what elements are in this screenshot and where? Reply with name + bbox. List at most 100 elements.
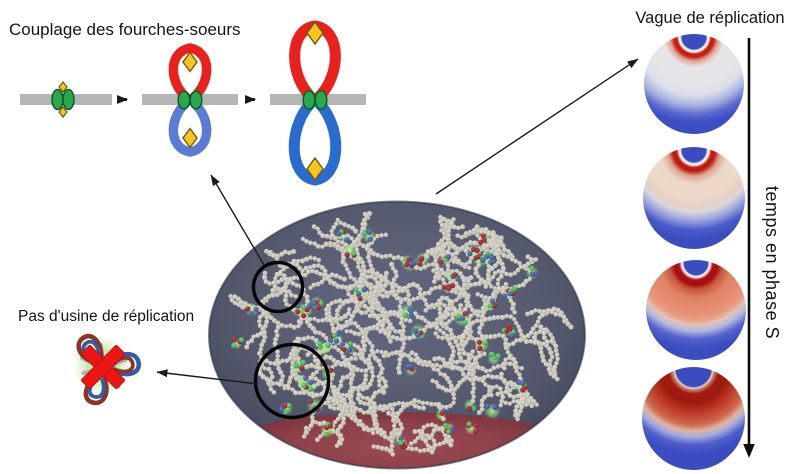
- bead: [471, 386, 477, 391]
- bead: [413, 352, 419, 358]
- bead: [380, 287, 386, 293]
- bead: [275, 253, 281, 259]
- bead: [327, 240, 334, 247]
- bead: [371, 297, 376, 303]
- bead: [475, 364, 482, 371]
- bead: [455, 343, 461, 349]
- bead: [473, 255, 479, 261]
- bead: [537, 340, 542, 345]
- bead: [434, 250, 439, 255]
- bead: [496, 286, 502, 293]
- bead: [526, 398, 533, 404]
- bead: [488, 259, 494, 265]
- bead: [496, 247, 502, 254]
- bead: [512, 317, 517, 322]
- bead: [348, 274, 354, 280]
- bead: [299, 365, 305, 371]
- bead: [353, 240, 358, 246]
- helicase-oval-left: [177, 90, 191, 110]
- bead: [400, 337, 406, 343]
- bead: [425, 443, 430, 448]
- bead: [456, 351, 462, 357]
- bead: [303, 265, 309, 271]
- bead: [335, 391, 341, 397]
- bead: [396, 296, 402, 301]
- bead: [508, 298, 514, 303]
- bead: [464, 331, 470, 336]
- bead: [446, 337, 451, 343]
- bead: [344, 237, 350, 243]
- bead: [407, 298, 412, 304]
- bead: [398, 440, 404, 446]
- bead: [352, 321, 358, 326]
- bead: [338, 383, 344, 389]
- bead: [286, 385, 292, 391]
- bead: [329, 232, 335, 239]
- bead: [367, 298, 373, 304]
- bead: [290, 248, 297, 255]
- bead: [365, 254, 371, 260]
- bead: [465, 360, 471, 366]
- replicated-loop-blue: [168, 98, 212, 157]
- bead: [359, 422, 365, 428]
- bead: [512, 270, 518, 276]
- bead: [506, 249, 511, 254]
- bead: [266, 294, 272, 299]
- bead: [476, 377, 482, 382]
- bead: [349, 393, 354, 399]
- bead: [466, 279, 471, 284]
- bead: [334, 317, 340, 323]
- bead: [382, 379, 388, 385]
- bead: [346, 224, 352, 229]
- replication-factories: [231, 228, 539, 449]
- bead: [440, 357, 446, 363]
- bead: [331, 326, 336, 331]
- bead: [418, 293, 424, 298]
- bead: [513, 364, 519, 370]
- bead: [370, 344, 375, 349]
- bead: [336, 244, 341, 249]
- helicase-oval-right: [62, 88, 75, 111]
- bead: [538, 324, 544, 330]
- bead: [466, 356, 472, 362]
- bead: [467, 352, 473, 358]
- bead: [531, 335, 538, 341]
- bead: [358, 280, 364, 286]
- bead: [423, 308, 429, 313]
- bead: [375, 444, 381, 450]
- replication-fork-stage-1: [20, 81, 112, 118]
- bead: [379, 349, 384, 355]
- bead: [513, 360, 519, 366]
- bead: [517, 372, 522, 377]
- bead: [270, 288, 276, 293]
- bead: [529, 265, 535, 271]
- bead: [264, 358, 270, 364]
- bead: [232, 300, 238, 306]
- bead: [389, 439, 395, 445]
- bead: [548, 358, 553, 364]
- bead: [518, 408, 523, 414]
- bead: [439, 267, 445, 273]
- bead: [309, 415, 315, 420]
- bead: [393, 349, 400, 356]
- bead: [462, 319, 468, 325]
- bead: [419, 256, 425, 262]
- bead: [431, 438, 437, 443]
- bead: [423, 439, 429, 444]
- bead: [341, 346, 347, 352]
- bead: [426, 304, 432, 310]
- bead: [333, 345, 338, 350]
- bead: [479, 402, 485, 408]
- nuclear-envelope-rim: [208, 200, 586, 470]
- bead: [276, 279, 281, 285]
- bead: [446, 434, 452, 440]
- bead: [521, 392, 527, 397]
- bead: [414, 446, 419, 452]
- bead: [314, 269, 320, 275]
- bead: [323, 316, 330, 322]
- bead: [389, 406, 395, 412]
- bead: [333, 419, 338, 425]
- bead: [487, 303, 493, 309]
- wave-sphere-1: [644, 34, 744, 134]
